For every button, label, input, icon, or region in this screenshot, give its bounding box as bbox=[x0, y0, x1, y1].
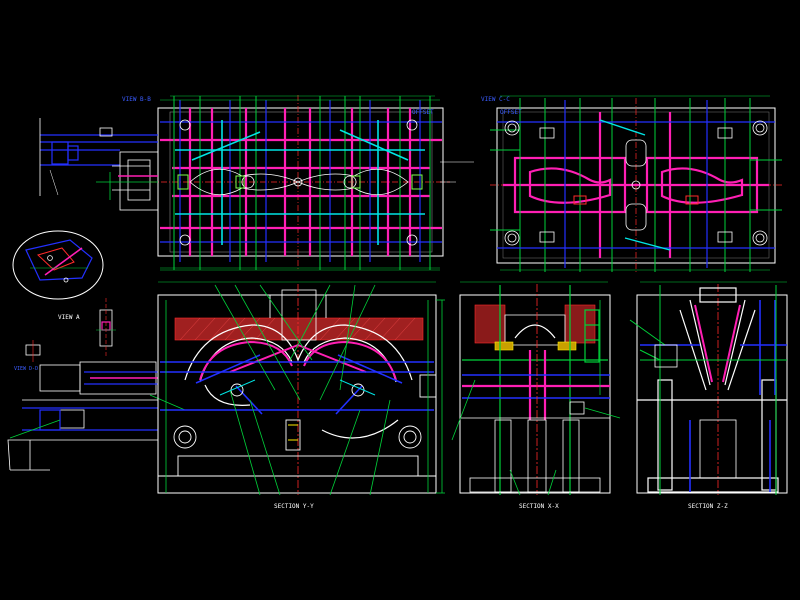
left-lower-assembly bbox=[7, 361, 186, 471]
view-a-label: VIEW A bbox=[58, 314, 80, 321]
section-y-y bbox=[157, 284, 445, 496]
top-view-title: VIEW B-B bbox=[122, 96, 151, 103]
section-z-z bbox=[629, 284, 788, 495]
right-view-tag: OFFSET bbox=[500, 109, 522, 116]
section-x-x-label: SECTION X-X bbox=[519, 503, 559, 510]
small-view-label: VIEW D-D bbox=[14, 366, 39, 372]
left-side-detail bbox=[39, 118, 159, 211]
section-z-z-label: SECTION Z-Z bbox=[688, 503, 728, 510]
top-right-plan-view bbox=[490, 98, 782, 272]
dimension-ticks bbox=[158, 95, 787, 283]
top-left-plan-view bbox=[150, 95, 474, 270]
right-view-title: VIEW C-C bbox=[481, 96, 510, 103]
view-a-detail bbox=[12, 230, 104, 300]
section-y-y-label: SECTION Y-Y bbox=[274, 503, 314, 510]
small-vertical-part bbox=[25, 298, 116, 362]
section-x-x bbox=[451, 284, 621, 496]
top-view-tag: OFFSET bbox=[412, 109, 434, 116]
